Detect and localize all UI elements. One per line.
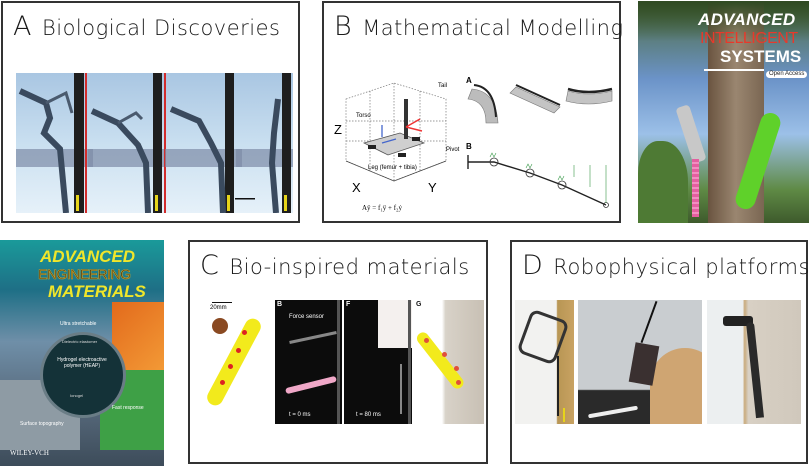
panel-letter: B bbox=[334, 11, 353, 42]
red-marker bbox=[242, 330, 247, 335]
segment-spring-drawing bbox=[467, 84, 613, 208]
cover-title-line2: ENGINEERING bbox=[38, 266, 132, 282]
wall-strip bbox=[408, 300, 411, 424]
yellow-lizard-robot-photo: 20mm bbox=[198, 300, 268, 420]
force-sensor-label: Force sensor bbox=[289, 314, 325, 320]
axis-label-y: Y bbox=[428, 180, 437, 195]
foliage-left bbox=[638, 141, 688, 223]
3d-body-frame-diagram: Z X Y Tail Torso Pivot Leg (femur + tibi… bbox=[334, 81, 464, 223]
panel-b-title: B Mathematical Modelling bbox=[334, 11, 624, 43]
coin bbox=[212, 318, 228, 334]
segment-and-spring-diagram: A B bbox=[466, 77, 616, 217]
panel-c-title: C Bio-inspired materials bbox=[200, 250, 470, 282]
advanced-engineering-materials-cover: ADVANCED ENGINEERING MATERIALS Ultra str… bbox=[0, 240, 164, 466]
frame-3 bbox=[165, 73, 255, 213]
advanced-intelligent-systems-cover: ADVANCED INTELLIGENT SYSTEMS Open Access bbox=[638, 1, 809, 223]
sub-label-b: B bbox=[277, 301, 283, 308]
label-leg: Leg (femur + tibia) bbox=[368, 165, 417, 171]
frame-f-photo: F t = 80 ms bbox=[344, 300, 412, 424]
grey-robot bbox=[289, 331, 337, 344]
time-label-80: t = 80 ms bbox=[356, 412, 381, 418]
label-pivot: Pivot bbox=[446, 147, 460, 153]
panel-a-title: A Biological Discoveries bbox=[13, 11, 280, 43]
panel-a-biological-discoveries: A Biological Discoveries bbox=[1, 1, 300, 223]
tail-trace bbox=[400, 364, 402, 414]
robot-photo-3 bbox=[707, 300, 801, 424]
cover-rule bbox=[704, 69, 764, 71]
frame-g-photo: G bbox=[414, 300, 484, 424]
open-access-badge: Open Access bbox=[766, 71, 808, 78]
frame-4 bbox=[236, 73, 293, 213]
panel-letter: A bbox=[13, 11, 32, 42]
panel-d-robophysical-platforms: D Robophysical platforms bbox=[510, 240, 810, 464]
yellow-marker bbox=[563, 408, 565, 422]
robot-cable bbox=[640, 300, 658, 344]
pink-gecko bbox=[285, 375, 337, 395]
cover-title-line1: ADVANCED bbox=[40, 247, 136, 266]
robot-tail bbox=[588, 405, 638, 419]
ring-label-right: Fast response bbox=[112, 405, 144, 411]
publisher-logo: WILEY-VCH bbox=[10, 449, 49, 457]
panel-title-text: Bio-inspired materials bbox=[229, 255, 470, 279]
panel-c-bio-inspired-materials: C Bio-inspired materials 20mm B Force sen… bbox=[188, 240, 488, 464]
red-marker bbox=[228, 364, 233, 369]
red-marker bbox=[220, 380, 225, 385]
label-tail: Tail bbox=[438, 83, 448, 89]
frame-1 bbox=[16, 73, 93, 213]
sub-label-a: A bbox=[466, 77, 472, 85]
robot-photo-2 bbox=[578, 300, 702, 424]
robot-pink-tail bbox=[692, 159, 699, 217]
ring-label-inner-top: Dielectric elastomer bbox=[62, 339, 98, 344]
video-frames-illustration bbox=[16, 73, 293, 213]
robot-body bbox=[516, 308, 570, 366]
ring-label-bottom: Surface topography bbox=[20, 421, 64, 427]
panel-b-mathematical-modelling: B Mathematical Modelling Z X Y Tail Torso… bbox=[322, 1, 624, 223]
cover-title-line1: ADVANCED bbox=[698, 10, 796, 29]
ring-label-center: Hydrogel electroactive polymer (HEAP) bbox=[57, 357, 107, 369]
red-marker bbox=[236, 348, 241, 353]
axis-label-x: X bbox=[352, 180, 361, 195]
cork-cylinder bbox=[650, 348, 702, 424]
robot-photo-1 bbox=[515, 300, 574, 424]
panel-title-text: Robophysical platforms bbox=[553, 255, 810, 279]
ring-label-top: Ultra stretchable bbox=[60, 321, 97, 327]
inset-photo bbox=[378, 300, 412, 348]
cover-title-line2: INTELLIGENT bbox=[700, 30, 798, 47]
red-marker bbox=[442, 352, 447, 357]
cover-title-line3: MATERIALS bbox=[48, 282, 146, 301]
red-marker bbox=[424, 338, 429, 343]
time-label-0: t = 0 ms bbox=[289, 412, 311, 418]
3d-frame-drawing bbox=[345, 82, 447, 182]
panel-letter: C bbox=[200, 250, 220, 281]
axis-label-z: Z bbox=[334, 122, 342, 137]
frame-b-photo: B Force sensor t = 0 ms bbox=[275, 300, 342, 424]
panel-d-title: D Robophysical platforms bbox=[522, 250, 810, 282]
cover-center-circle bbox=[40, 332, 126, 418]
panel-title-text: Biological Discoveries bbox=[41, 16, 281, 40]
red-marker bbox=[456, 380, 461, 385]
ring-label-inner-bottom: Ionogel bbox=[70, 393, 84, 398]
sub-label-b: B bbox=[466, 142, 472, 151]
foliage-top bbox=[638, 1, 809, 41]
lizard-video-frames bbox=[16, 73, 293, 213]
cover-title-line3: SYSTEMS bbox=[720, 47, 802, 66]
robot-head bbox=[723, 316, 753, 326]
frame-2 bbox=[88, 73, 166, 213]
label-torso: Torso bbox=[356, 113, 371, 119]
robot-body bbox=[746, 321, 764, 419]
panel-title-text: Mathematical Modelling bbox=[362, 16, 624, 40]
scale-bar bbox=[212, 302, 232, 303]
panel-letter: D bbox=[522, 250, 544, 281]
sub-label-g: G bbox=[416, 301, 422, 308]
robot-tail bbox=[557, 356, 559, 416]
scale-label: 20mm bbox=[210, 305, 227, 311]
sub-label-f: F bbox=[346, 301, 351, 308]
red-marker bbox=[454, 366, 459, 371]
wall-strip bbox=[337, 300, 340, 424]
equation: Aÿ = f₁ÿ + f₂ẏ bbox=[362, 204, 402, 212]
